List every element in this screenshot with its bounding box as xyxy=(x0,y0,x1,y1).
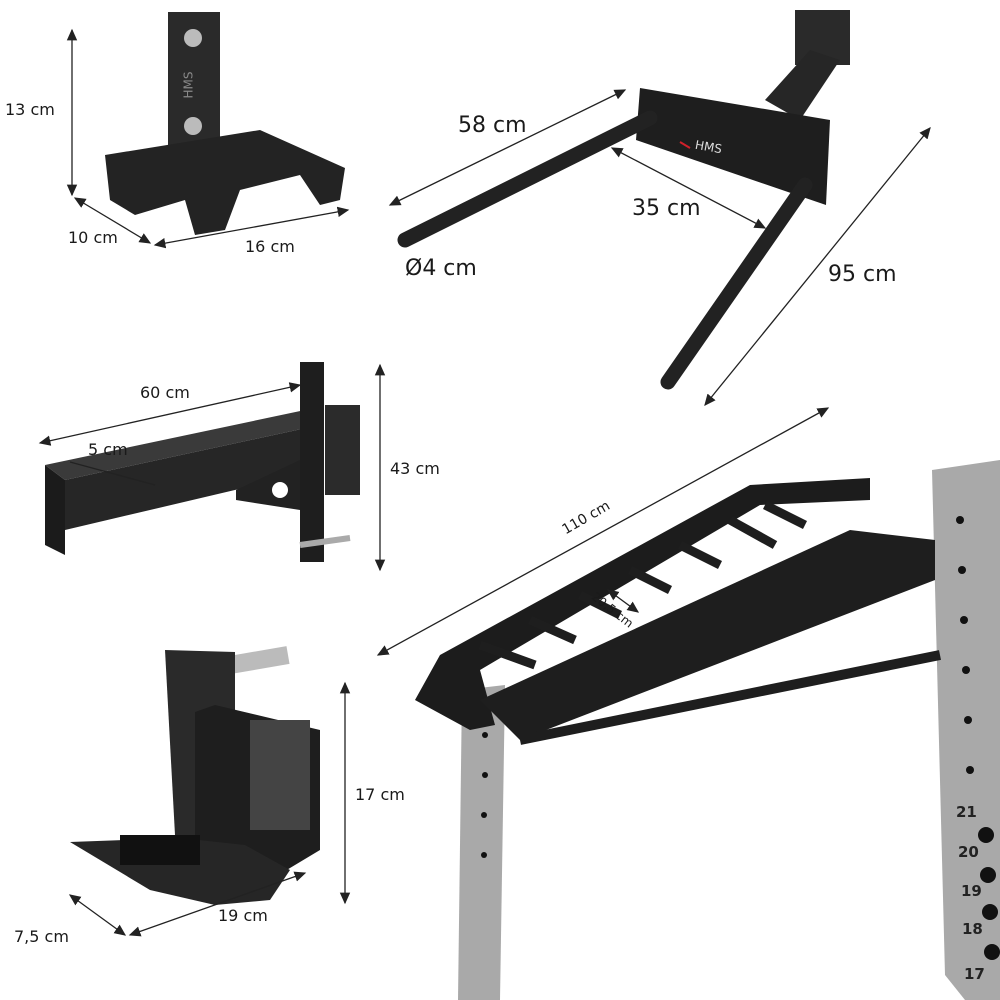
label-35cm: 35 cm xyxy=(632,196,701,221)
label-43cm: 43 cm xyxy=(390,459,440,478)
large-j-hook xyxy=(70,646,320,905)
label-60cm: 60 cm xyxy=(140,383,190,402)
rack-number: 17 xyxy=(964,965,985,983)
label-10cm: 10 cm xyxy=(68,228,118,247)
label-17cm: 17 cm xyxy=(355,785,405,804)
spotter-arm xyxy=(45,362,360,562)
label-7-5cm: 7,5 cm xyxy=(14,927,69,946)
label-13cm: 13 cm xyxy=(5,100,55,119)
rack-number: 21 xyxy=(956,803,977,821)
small-j-hook xyxy=(105,12,345,235)
power-rack-pullup-bar xyxy=(415,460,1000,1000)
rack-number: 20 xyxy=(958,843,979,861)
label-16cm: 16 cm xyxy=(245,237,295,256)
brand-logo: HMS xyxy=(181,71,196,99)
rack-number: 19 xyxy=(961,882,982,900)
label-19cm: 19 cm xyxy=(218,906,268,925)
label-diameter: Ø4 cm xyxy=(405,256,477,281)
label-5cm: 5 cm xyxy=(88,440,128,459)
rack-number: 18 xyxy=(962,920,983,938)
label-95cm: 95 cm xyxy=(828,262,897,287)
dip-bar xyxy=(397,10,850,390)
label-58cm: 58 cm xyxy=(458,113,527,138)
